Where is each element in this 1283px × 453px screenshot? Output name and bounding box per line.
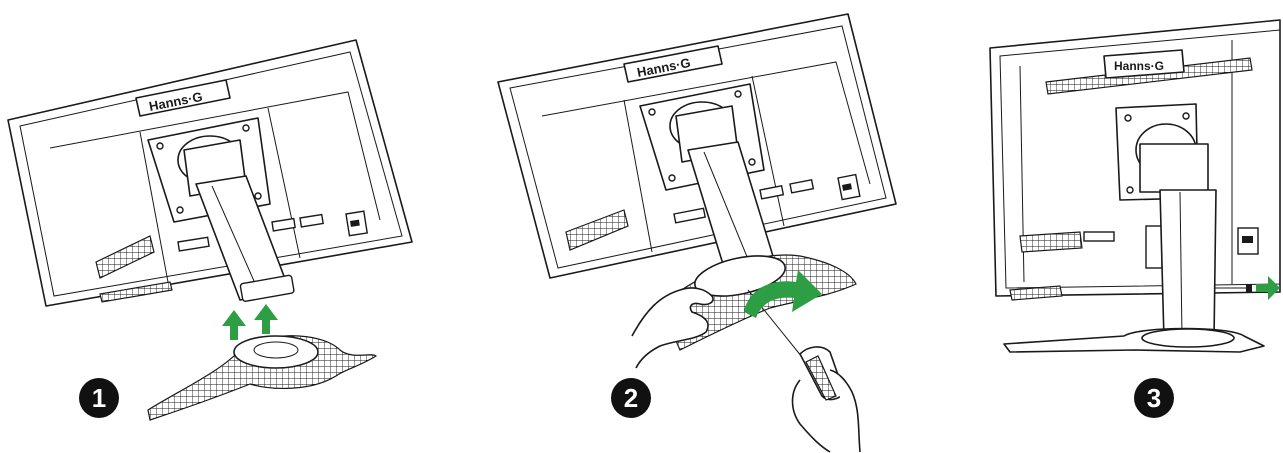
brand-logo-3: Hanns·G xyxy=(1114,59,1164,73)
stand-base xyxy=(148,336,376,420)
step-number-2: 2 xyxy=(624,383,638,413)
stand-base xyxy=(1004,329,1264,353)
step-2-illustration: Hanns·G xyxy=(498,14,896,452)
step-number-1: 1 xyxy=(92,383,106,413)
step-badge-1: 1 xyxy=(79,378,119,418)
step-number-3: 3 xyxy=(1147,383,1161,413)
left-hand xyxy=(632,288,713,368)
step-badge-2: 2 xyxy=(611,378,651,418)
step-1-illustration: Hanns·G xyxy=(8,40,412,420)
step-badge-3: 3 xyxy=(1134,378,1174,418)
step-3-illustration: Hanns·G 3 xyxy=(990,20,1280,418)
up-arrows xyxy=(222,304,278,340)
